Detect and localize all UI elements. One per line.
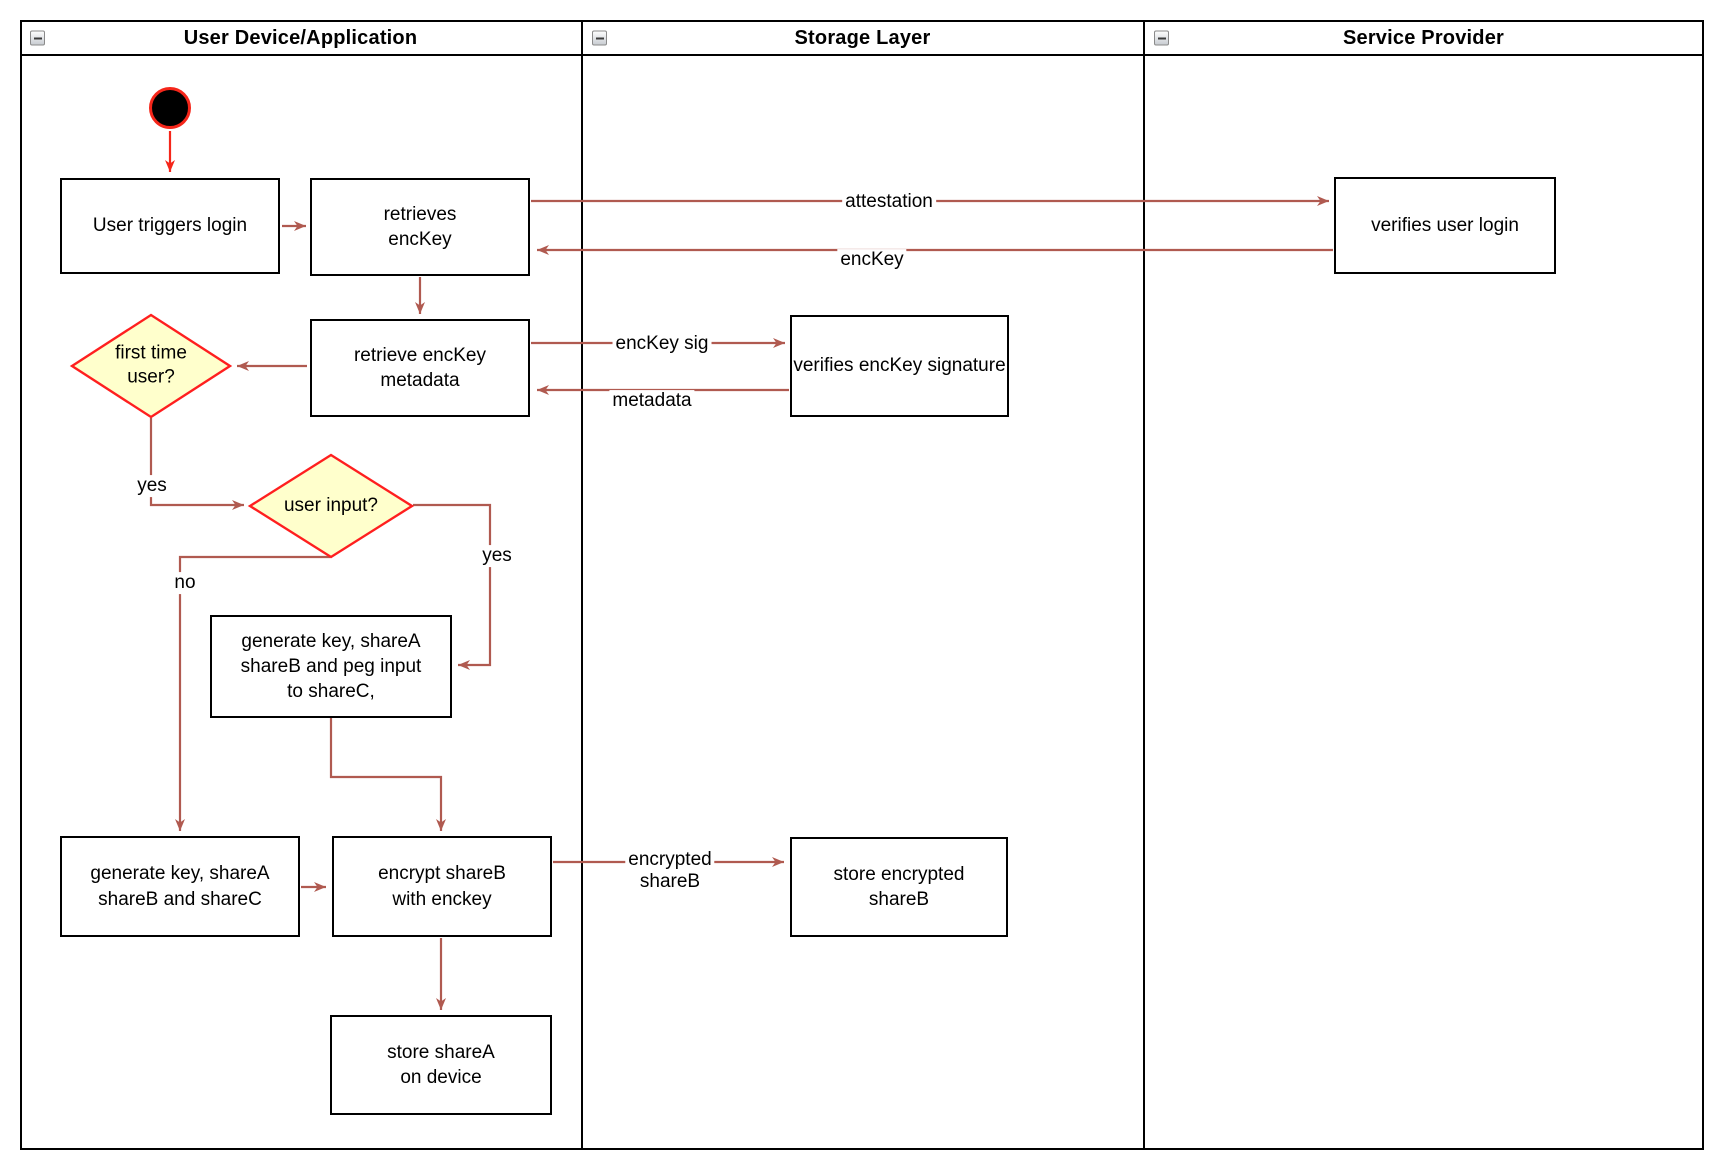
lane-divider-2 xyxy=(1143,20,1145,1150)
minus-icon xyxy=(595,37,604,39)
collapse-lane-button[interactable] xyxy=(30,30,45,46)
user-input-decision-label: user input? xyxy=(283,494,379,516)
collapse-lane-button[interactable] xyxy=(592,30,607,46)
generate-key-sharec-node[interactable]: generate key, shareA shareB and shareC xyxy=(60,836,300,937)
encrypted-shareb-edge-label: encrypted shareB xyxy=(625,849,715,893)
store-sharea-on-device-node[interactable]: store shareA on device xyxy=(330,1015,552,1115)
retrieves-enckey-node[interactable]: retrieves encKey xyxy=(310,178,530,276)
metadata-edge-label: metadata xyxy=(609,390,695,412)
header-divider xyxy=(20,54,1704,56)
enckey-sig-edge-label: encKey sig xyxy=(612,333,712,355)
collapse-lane-button[interactable] xyxy=(1154,30,1169,46)
lane-header-service-provider: Service Provider xyxy=(1146,22,1701,54)
lane-header-user-device: User Device/Application xyxy=(22,22,579,54)
verifies-user-login-node[interactable]: verifies user login xyxy=(1334,177,1556,274)
lane-title: User Device/Application xyxy=(183,26,418,49)
store-encrypted-shareb-node[interactable]: store encrypted shareB xyxy=(790,837,1008,937)
minus-icon xyxy=(33,37,42,39)
generate-key-peg-input-node[interactable]: generate key, shareA shareB and peg inpu… xyxy=(210,615,452,718)
first-time-user-decision-label: first time user? xyxy=(115,342,187,388)
attestation-edge-label: attestation xyxy=(842,191,936,213)
yes-first-time-edge-label: yes xyxy=(134,475,170,497)
verifies-enckey-signature-node[interactable]: verifies encKey signature xyxy=(790,315,1009,417)
encrypt-shareb-node[interactable]: encrypt shareB with enckey xyxy=(332,836,552,937)
enckey-edge-label: encKey xyxy=(837,249,907,271)
lane-divider-1 xyxy=(581,20,583,1150)
retrieve-enckey-metadata-node[interactable]: retrieve encKey metadata xyxy=(310,319,530,417)
lane-title: Storage Layer xyxy=(794,26,931,49)
no-user-input-edge-label: no xyxy=(171,572,199,594)
lane-header-storage-layer: Storage Layer xyxy=(584,22,1141,54)
minus-icon xyxy=(1157,37,1166,39)
initial-node[interactable] xyxy=(149,87,191,129)
user-triggers-login-node[interactable]: User triggers login xyxy=(60,178,280,274)
lane-title: Service Provider xyxy=(1342,26,1505,49)
yes-user-input-edge-label: yes xyxy=(479,545,515,567)
